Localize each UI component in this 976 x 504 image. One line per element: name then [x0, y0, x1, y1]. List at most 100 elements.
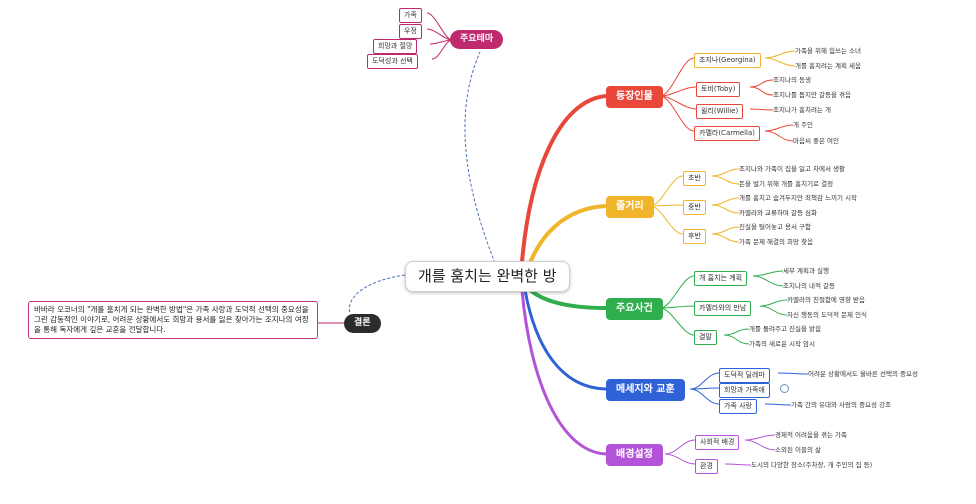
plot-leaf: 진실을 털어놓고 용서 구함 — [739, 223, 811, 231]
edge-messages-leaf — [764, 403, 792, 406]
root-topic-label: 개를 훔치는 완벽한 방 — [418, 267, 557, 285]
characters-leaf: 조지나가 훔치려는 개 — [773, 106, 831, 114]
edge-characters-sub — [659, 86, 697, 97]
edge-setting-leaf — [744, 439, 776, 451]
plot-sub-label: 후반 — [688, 232, 701, 240]
edge-plot-sub — [649, 205, 684, 235]
plot-sub[interactable]: 후반 — [683, 229, 706, 244]
characters-sub[interactable]: 토비(Toby) — [696, 82, 741, 97]
edge-characters-leaf — [749, 108, 774, 111]
branch-messages-label: 메세지와 교훈 — [616, 384, 675, 395]
branch-themes[interactable]: 주요테마 — [450, 30, 504, 49]
plot-sub[interactable]: 중반 — [683, 200, 706, 215]
edge-setting-leaf — [744, 434, 776, 441]
branch-conclusion[interactable]: 결론 — [344, 314, 381, 333]
branch-messages[interactable]: 메세지와 교훈 — [606, 379, 685, 401]
events-leaf: 개를 돌려주고 진실을 밝힘 — [749, 325, 821, 333]
themes-leaf[interactable]: 도덕성과 선택 — [367, 54, 418, 69]
edge-events-leaf — [723, 328, 750, 336]
edge-events-leaf — [759, 299, 788, 307]
edge-characters-leaf — [749, 86, 774, 96]
edge-messages — [523, 289, 607, 391]
edge-events-sub — [659, 307, 695, 336]
setting-sub[interactable]: 환경 — [695, 459, 718, 474]
events-sub[interactable]: 결말 — [694, 330, 717, 345]
setting-leaf: 경제적 어려움을 겪는 가족 — [775, 431, 847, 439]
events-leaf: 조지나의 내적 갈등 — [783, 282, 835, 290]
plot-leaf: 돈을 벌기 위해 개를 훔치기로 결정 — [739, 180, 834, 188]
branch-themes-label: 주요테마 — [460, 34, 494, 44]
messages-sub[interactable]: 가족 사랑 — [719, 399, 757, 414]
edge-plot-leaf — [711, 168, 740, 177]
characters-sub-label: 토비(Toby) — [701, 85, 736, 93]
plot-leaf: 조지나와 가족이 집을 잃고 차에서 생활 — [739, 165, 846, 173]
branch-plot[interactable]: 줄거리 — [606, 196, 654, 218]
characters-leaf: 개 주인 — [793, 121, 814, 129]
edge-events-leaf — [759, 305, 788, 316]
branch-events[interactable]: 주요사건 — [606, 298, 663, 320]
edge-characters-leaf — [749, 79, 774, 88]
branch-setting[interactable]: 배경설정 — [606, 444, 663, 466]
edge-characters — [520, 94, 607, 263]
events-sub-label: 결말 — [699, 333, 712, 341]
conclusion-text-body: 바바라 오코너의 "개를 훔치게 되는 완벽한 방법"은 가족 사랑과 도덕적 … — [34, 305, 309, 335]
characters-leaf: 마음씨 좋은 여인 — [793, 137, 839, 145]
characters-sub[interactable]: 조지나(Georgina) — [694, 53, 761, 68]
events-sub[interactable]: 카멜라와의 만남 — [694, 301, 752, 316]
characters-sub[interactable]: 윌리(Willie) — [696, 104, 744, 119]
messages-sub-label: 도덕적 딜레마 — [724, 371, 765, 379]
themes-leaf-label: 도덕성과 선택 — [372, 57, 413, 65]
events-leaf: 세부 계획과 실행 — [783, 267, 829, 275]
edge-plot-leaf — [711, 175, 740, 185]
branch-characters-label: 등장인물 — [616, 91, 653, 102]
plot-leaf: 카멜라와 교류하며 갈등 심화 — [739, 209, 817, 217]
setting-sub[interactable]: 사회적 배경 — [695, 435, 740, 450]
root-topic[interactable]: 개를 훔치는 완벽한 방 — [405, 261, 570, 292]
characters-sub-label: 조지나(Georgina) — [699, 56, 756, 64]
branch-setting-label: 배경설정 — [616, 449, 653, 460]
edge-plot-leaf — [711, 204, 740, 214]
messages-sub-label: 가족 사랑 — [724, 402, 752, 410]
setting-sub-label: 사회적 배경 — [700, 438, 735, 446]
branch-characters[interactable]: 등장인물 — [606, 86, 663, 108]
themes-leaf[interactable]: 가족 — [399, 8, 422, 23]
edge-events-leaf — [723, 334, 750, 345]
events-sub[interactable]: 개 훔치는 계획 — [694, 271, 748, 286]
characters-leaf: 조지나의 동생 — [773, 76, 811, 84]
characters-sub[interactable]: 카멜라(Carmella) — [694, 126, 761, 141]
setting-leaf: 소외된 이들의 삶 — [775, 446, 821, 454]
plot-sub[interactable]: 초반 — [683, 171, 706, 186]
plot-sub-label: 초반 — [688, 174, 701, 182]
conclusion-text: 바바라 오코너의 "개를 훔치게 되는 완벽한 방법"은 가족 사랑과 도덕적 … — [28, 301, 318, 340]
edge-plot-leaf — [711, 197, 740, 206]
events-leaf: 가족의 새로운 시작 암시 — [749, 340, 815, 348]
collapse-toggle-icon[interactable] — [780, 384, 789, 393]
edge-themes-leaf — [426, 12, 453, 41]
messages-sub-label: 희망과 가족애 — [724, 386, 765, 394]
characters-leaf: 가족을 위해 힘쓰는 소녀 — [795, 47, 861, 55]
messages-sub[interactable]: 도덕적 딜레마 — [719, 368, 770, 383]
edge-characters-leaf — [764, 124, 794, 132]
branch-plot-label: 줄거리 — [616, 201, 644, 212]
edge-group — [318, 12, 809, 466]
plot-leaf: 가족 문제 해결의 희망 찾음 — [739, 238, 814, 246]
edge-messages-leaf — [777, 372, 809, 375]
edge-messages-sub — [689, 372, 720, 390]
edge-plot — [526, 204, 607, 269]
messages-sub[interactable]: 희망과 가족애 — [719, 383, 770, 398]
events-leaf: 자신 행동의 도덕적 문제 인식 — [787, 311, 868, 319]
themes-leaf[interactable]: 희망과 절망 — [373, 39, 418, 54]
edge-themes — [464, 51, 496, 264]
characters-leaf: 개를 훔치려는 계획 세움 — [795, 62, 861, 70]
edge-characters-leaf — [764, 130, 794, 142]
edge-characters-sub — [659, 95, 695, 132]
themes-leaf[interactable]: 우정 — [399, 24, 422, 39]
edge-setting-leaf — [724, 463, 752, 466]
messages-leaf: 가족 간의 유대와 사랑의 중요성 강조 — [791, 401, 892, 409]
edge-events-sub — [659, 305, 695, 309]
edge-plot-sub — [649, 175, 684, 207]
characters-sub-label: 윌리(Willie) — [701, 107, 739, 115]
branch-conclusion-label: 결론 — [354, 318, 371, 328]
branch-events-label: 주요사건 — [616, 303, 653, 314]
